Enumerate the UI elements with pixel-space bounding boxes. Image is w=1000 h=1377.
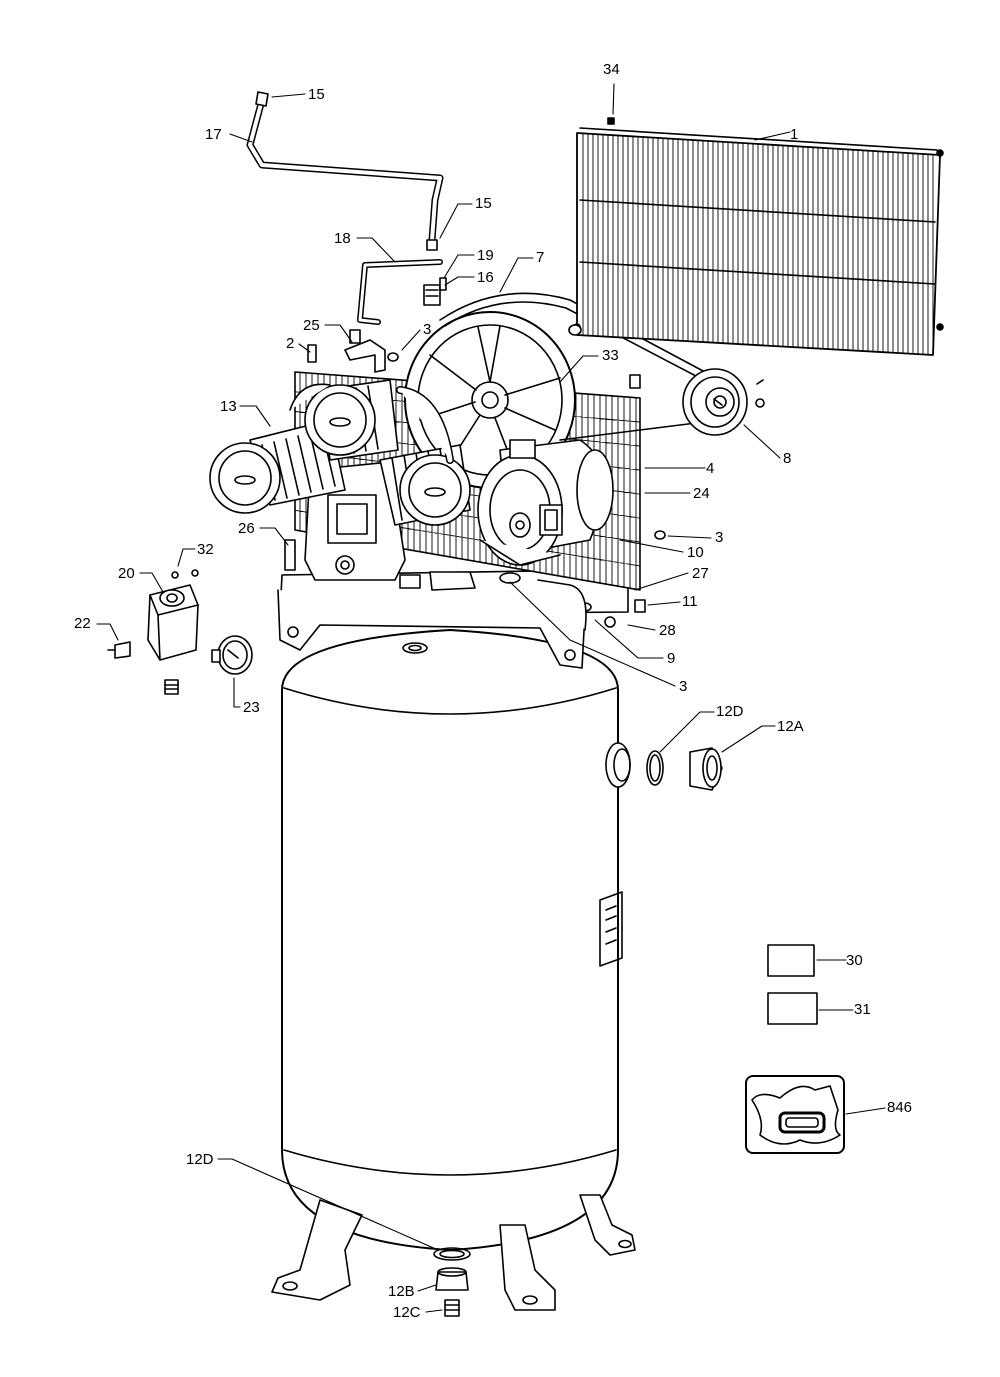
tank-legs (271, 1194, 636, 1311)
callout-17: 17 (205, 126, 222, 143)
callout-10: 10 (687, 544, 704, 561)
callout-25: 25 (303, 317, 320, 334)
callout-12b: 12B (388, 1283, 415, 1300)
compressor-pump (209, 379, 471, 581)
callout-34: 34 (603, 61, 620, 78)
callout-12d-bottom: 12D (186, 1151, 214, 1168)
check-valve (423, 277, 447, 306)
pressure-gauge (211, 635, 253, 675)
electric-motor (477, 439, 614, 566)
callout-1: 1 (790, 126, 799, 143)
callout-31: 31 (854, 1001, 871, 1018)
callout-19: 19 (477, 247, 494, 264)
callout-12c: 12C (393, 1304, 421, 1321)
callout-7: 7 (536, 249, 545, 266)
callout-20: 20 (118, 565, 135, 582)
callout-30: 30 (846, 952, 863, 969)
callout-846: 846 (887, 1099, 913, 1116)
callout-23: 23 (243, 699, 260, 716)
pressure-switch (107, 569, 199, 695)
callout-16: 16 (477, 269, 494, 286)
callout-15-lower: 15 (475, 195, 492, 212)
callout-15-top: 15 (308, 86, 325, 103)
callout-12d-top: 12D (716, 703, 744, 720)
callout-3-lower: 3 (679, 678, 688, 695)
front-guard-panel (573, 117, 944, 356)
callout-22: 22 (74, 615, 91, 632)
callout-8: 8 (783, 450, 792, 467)
callout-24: 24 (693, 485, 710, 502)
callout-33: 33 (602, 347, 619, 364)
drain-fittings (433, 1247, 471, 1317)
callout-4: 4 (706, 460, 715, 477)
callout-18: 18 (334, 230, 351, 247)
callout-27: 27 (692, 565, 709, 582)
callout-2: 2 (286, 335, 295, 352)
air-tank (281, 629, 631, 1251)
callout-9: 9 (667, 650, 676, 667)
callout-26: 26 (238, 520, 255, 537)
callout-11: 11 (682, 593, 698, 610)
discharge-tubes (246, 91, 444, 325)
leader-lines (96, 83, 886, 1313)
motor-pulley (682, 368, 765, 436)
decal-boxes (745, 944, 845, 1154)
callout-3-right: 3 (715, 529, 724, 546)
callout-12a: 12A (777, 718, 804, 735)
side-fittings (646, 747, 723, 791)
callout-3-top: 3 (423, 321, 432, 338)
callout-28: 28 (659, 622, 676, 639)
callout-13: 13 (220, 398, 237, 415)
callout-32: 32 (197, 541, 214, 558)
